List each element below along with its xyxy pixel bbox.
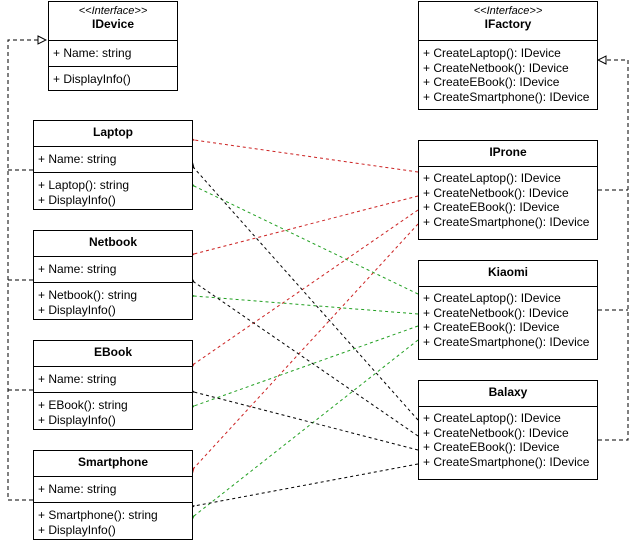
dep-balaxy-smartphone bbox=[194, 463, 419, 506]
method: + CreateNetbook(): IDevice bbox=[423, 185, 569, 200]
realization-ifactory bbox=[598, 60, 629, 441]
dep-kiaomi-smartphone bbox=[194, 339, 419, 516]
dep-balaxy-ebook bbox=[194, 392, 419, 451]
method: + CreateEBook(): IDevice bbox=[423, 200, 560, 214]
method: + CreateSmartphone(): IDevice bbox=[423, 454, 590, 469]
stereotype-label: <<Interface>> bbox=[473, 5, 543, 17]
stereotype-label: <<Interface>> bbox=[78, 5, 148, 17]
method: + CreateEBook(): IDevice bbox=[423, 75, 560, 89]
method: + CreateSmartphone(): IDevice bbox=[423, 214, 590, 229]
attribute: + Name: string bbox=[53, 46, 132, 60]
attribute: + Name: string bbox=[38, 262, 117, 276]
method: + CreateEBook(): IDevice bbox=[423, 440, 560, 454]
dep-iprone-ebook bbox=[194, 209, 419, 364]
realization-line-balaxy bbox=[598, 60, 629, 441]
class-name: IDevice bbox=[91, 17, 135, 31]
class-kiaomi[interactable]: Kiaomi + CreateLaptop(): IDevice + Creat… bbox=[418, 260, 598, 360]
class-name: IFactory bbox=[484, 17, 532, 31]
class-netbook[interactable]: Netbook + Name: string + Netbook(): stri… bbox=[33, 230, 193, 320]
class-name: Laptop bbox=[93, 125, 133, 139]
class-ebook[interactable]: EBook + Name: string + EBook(): string +… bbox=[33, 340, 193, 430]
method: + CreateNetbook(): IDevice bbox=[423, 425, 569, 440]
class-balaxy[interactable]: Balaxy + CreateLaptop(): IDevice + Creat… bbox=[418, 380, 598, 480]
dep-iprone-laptop bbox=[194, 140, 419, 173]
method: + DisplayInfo() bbox=[38, 192, 116, 207]
class-name: IProne bbox=[489, 145, 527, 159]
dep-iprone-netbook bbox=[194, 195, 419, 254]
method: + CreateLaptop(): IDevice bbox=[423, 46, 561, 60]
dep-balaxy-laptop bbox=[194, 168, 419, 421]
method: + CreateLaptop(): IDevice bbox=[423, 291, 561, 305]
method: + CreateLaptop(): IDevice bbox=[423, 411, 561, 425]
dependencies-balaxy bbox=[194, 168, 419, 506]
class-name: Kiaomi bbox=[487, 265, 528, 279]
method: + Netbook(): string bbox=[38, 288, 138, 302]
method: + CreateLaptop(): IDevice bbox=[423, 171, 561, 185]
method: + CreateNetbook(): IDevice bbox=[423, 305, 569, 320]
method: + DisplayInfo() bbox=[38, 522, 116, 537]
dep-kiaomi-ebook bbox=[194, 325, 419, 406]
class-smartphone[interactable]: Smartphone + Name: string + Smartphone()… bbox=[33, 450, 193, 540]
attribute: + Name: string bbox=[38, 372, 117, 386]
method: + DisplayInfo() bbox=[53, 72, 131, 86]
dep-iprone-smartphone bbox=[194, 223, 419, 468]
class-name: Balaxy bbox=[488, 385, 528, 399]
attribute: + Name: string bbox=[38, 482, 117, 496]
dependencies-kiaomi bbox=[194, 186, 419, 516]
class-name: EBook bbox=[93, 345, 132, 359]
realization-idevice bbox=[7, 40, 46, 501]
method: + CreateSmartphone(): IDevice bbox=[423, 89, 590, 104]
class-name: Netbook bbox=[89, 235, 137, 249]
class-laptop[interactable]: Laptop + Name: string + Laptop(): string… bbox=[33, 120, 193, 210]
class-ifactory[interactable]: <<Interface>> IFactory + CreateLaptop():… bbox=[418, 1, 598, 110]
dep-kiaomi-laptop bbox=[194, 186, 419, 295]
method: + Smartphone(): string bbox=[38, 508, 158, 522]
dependencies-iprone bbox=[194, 140, 419, 468]
method: + Laptop(): string bbox=[38, 178, 130, 192]
method: + CreateEBook(): IDevice bbox=[423, 320, 560, 334]
class-name: Smartphone bbox=[77, 455, 148, 469]
method: + DisplayInfo() bbox=[38, 412, 116, 427]
method: + DisplayInfo() bbox=[38, 302, 116, 317]
dep-kiaomi-netbook bbox=[194, 296, 419, 315]
method: + CreateNetbook(): IDevice bbox=[423, 60, 569, 75]
method: + CreateSmartphone(): IDevice bbox=[423, 334, 590, 349]
attribute: + Name: string bbox=[38, 152, 117, 166]
class-idevice[interactable]: <<Interface>> IDevice + Name: string + D… bbox=[48, 1, 178, 91]
realization-line-smartphone bbox=[7, 40, 46, 501]
dep-balaxy-netbook bbox=[194, 282, 419, 437]
class-iprone[interactable]: IProne + CreateLaptop(): IDevice + Creat… bbox=[418, 140, 598, 240]
method: + EBook(): string bbox=[38, 398, 128, 412]
